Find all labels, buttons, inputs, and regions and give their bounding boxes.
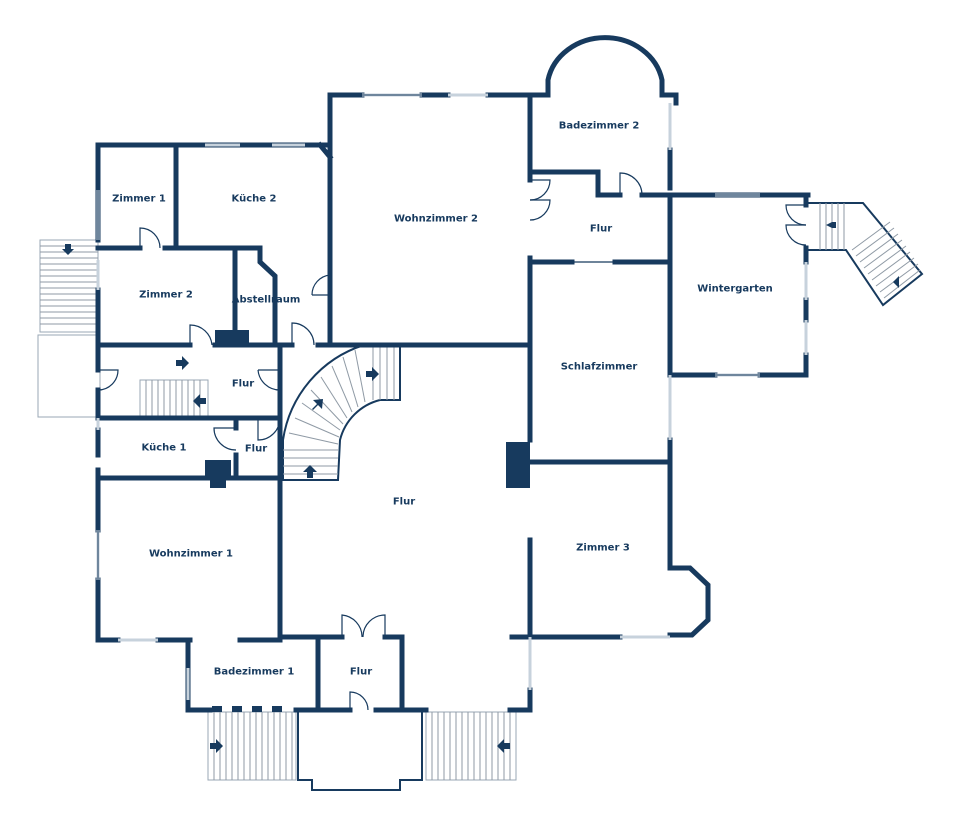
- room-label-badezimmer-2: Badezimmer 2: [558, 120, 640, 132]
- room-label-schlafzimmer: Schlafzimmer: [560, 361, 638, 373]
- walls: [95, 35, 811, 713]
- room-label-flur-klein: Flur: [244, 443, 268, 455]
- room-label-wintergarten: Wintergarten: [697, 283, 773, 295]
- doors: [97, 172, 807, 711]
- landing-west: [37, 334, 101, 418]
- entrance-porch: [297, 710, 423, 791]
- stairs-south-west: [207, 711, 297, 781]
- room-label-badezimmer-1: Badezimmer 1: [213, 666, 295, 678]
- room-label-flur-haupt: Flur: [392, 496, 416, 508]
- room-label-wohnzimmer-2: Wohnzimmer 2: [393, 213, 479, 225]
- windows: [96, 93, 808, 712]
- room-label-flur-west: Flur: [231, 378, 255, 390]
- room-label-flur-nord: Flur: [589, 223, 613, 235]
- room-label-wohnzimmer-1: Wohnzimmer 1: [148, 548, 234, 560]
- room-label-kueche-1: Küche 1: [141, 442, 187, 454]
- stairs-north-east: [808, 202, 924, 307]
- room-label-zimmer-3: Zimmer 3: [576, 542, 630, 554]
- room-label-kueche-2: Küche 2: [231, 193, 277, 205]
- room-label-zimmer-1: Zimmer 1: [112, 193, 166, 205]
- chimneys: [205, 330, 530, 488]
- stairs-west-upper: [39, 239, 99, 333]
- room-label-flur-eingang: Flur: [349, 666, 373, 678]
- interior-staircase: [282, 344, 401, 481]
- stairs-south-east: [425, 711, 517, 781]
- room-label-abstellraum: Abstellraum: [231, 294, 301, 306]
- room-label-zimmer-2: Zimmer 2: [139, 289, 193, 301]
- stairs-west-corridor: [139, 356, 209, 417]
